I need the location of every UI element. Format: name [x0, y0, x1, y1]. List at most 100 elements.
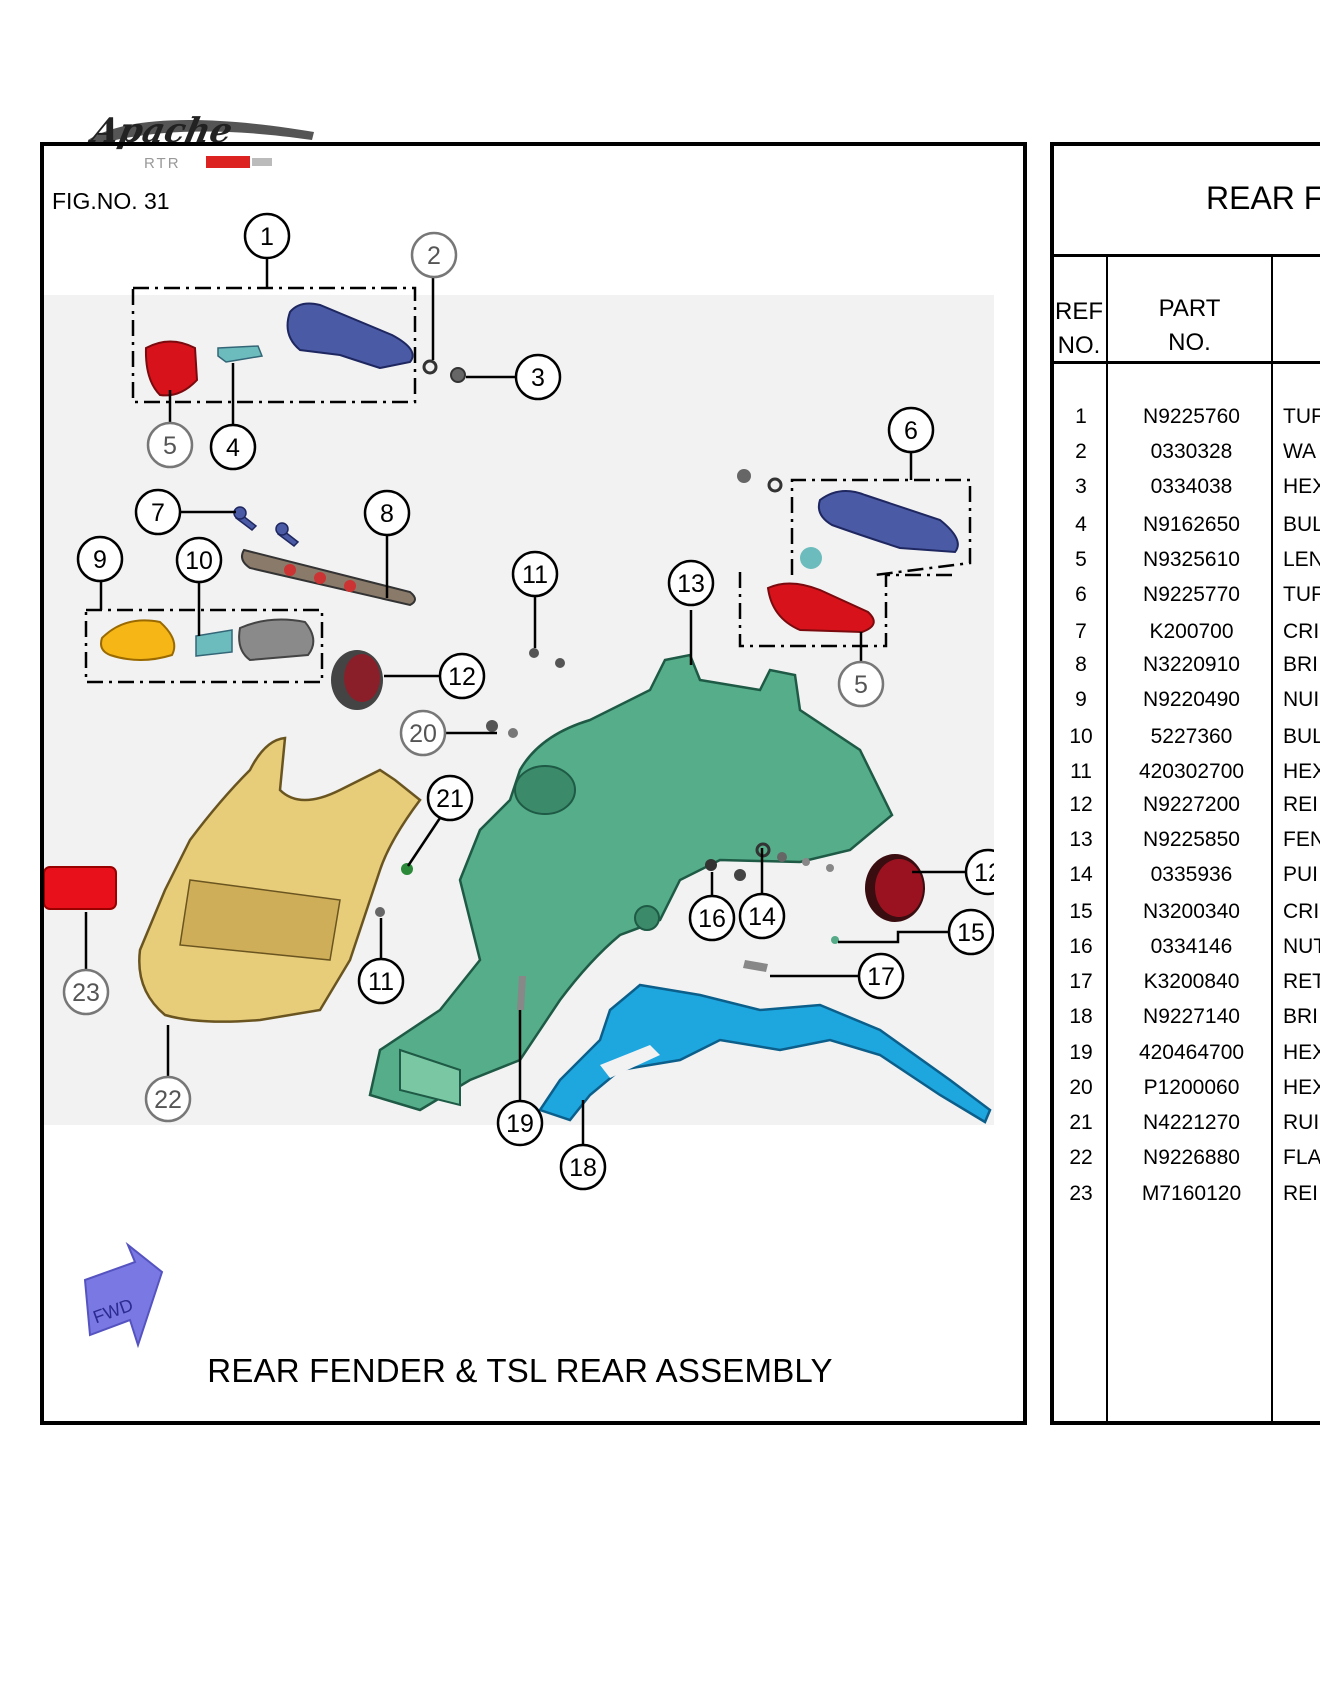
row-16-ref-no: 16: [1069, 935, 1093, 958]
row-9-part-no: N9220490: [1143, 688, 1240, 711]
row-4-ref-no: 4: [1075, 513, 1087, 536]
callout-2: 2: [410, 231, 458, 279]
row-22-part-no: N9226880: [1143, 1146, 1240, 1169]
callout-10: 10: [175, 536, 223, 584]
callout-17: 17: [857, 952, 905, 1000]
row-4-description: BUL: [1283, 513, 1320, 536]
callout-5-right: 5: [837, 660, 885, 708]
row-18-description: BRI: [1283, 1005, 1319, 1028]
svg-text:14: 14: [748, 903, 776, 931]
svg-text:7: 7: [151, 499, 165, 527]
row-20-ref-no: 20: [1069, 1076, 1093, 1099]
svg-text:4: 4: [226, 434, 240, 462]
fender-flap-part-22: [138, 736, 422, 1023]
group-box-5: [738, 572, 958, 648]
table-header-bottom-rule: [1052, 361, 1320, 364]
callout-21: 21: [426, 774, 474, 822]
row-11-ref-no: 11: [1070, 760, 1092, 783]
svg-text:23: 23: [72, 979, 100, 1007]
svg-text:9: 9: [93, 546, 107, 574]
callout-3: 3: [514, 353, 562, 401]
svg-text:11: 11: [368, 968, 394, 996]
table-col-divider-2: [1271, 256, 1273, 1422]
row-14-description: PUI: [1283, 863, 1319, 886]
svg-text:16: 16: [698, 905, 726, 933]
row-19-description: HEX: [1283, 1041, 1320, 1064]
row-21-description: RUI: [1283, 1111, 1320, 1134]
svg-text:21: 21: [436, 785, 464, 813]
row-18-ref-no: 18: [1069, 1005, 1093, 1028]
row-13-ref-no: 13: [1069, 828, 1093, 851]
row-15-part-no: N3200340: [1143, 900, 1240, 923]
callout-14: 14: [738, 892, 786, 940]
row-17-part-no: K3200840: [1143, 970, 1240, 993]
row-23-part-no: M7160120: [1141, 1182, 1242, 1205]
row-5-description: LEN: [1283, 548, 1320, 571]
row-10-ref-no: 10: [1069, 725, 1093, 748]
svg-text:5: 5: [854, 671, 868, 699]
svg-text:5: 5: [163, 432, 177, 460]
svg-text:20: 20: [409, 720, 437, 748]
callout-1: 1: [243, 212, 291, 260]
forward-arrow-icon: FWD: [83, 1241, 164, 1349]
row-9-description: NUI: [1283, 688, 1320, 711]
svg-text:17: 17: [867, 963, 895, 991]
callout-6: 6: [887, 406, 935, 454]
figure-title: REAR FENDER & TSL REAR ASSEMBLY: [207, 1352, 833, 1389]
bracket-part-18: [538, 983, 992, 1124]
row-11-part-no: 420302700: [1138, 760, 1245, 783]
row-17-ref-no: 17: [1069, 970, 1093, 993]
row-12-ref-no: 12: [1069, 793, 1093, 816]
license-bracket-part-8: [241, 548, 416, 607]
row-8-part-no: N3220910: [1143, 653, 1240, 676]
row-1-description: TUF: [1283, 405, 1320, 428]
row-19-ref-no: 19: [1069, 1041, 1093, 1064]
row-11-description: HEX: [1283, 760, 1320, 783]
row-5-part-no: N9325610: [1143, 548, 1240, 571]
callout-4: 4: [209, 423, 257, 471]
svg-text:22: 22: [154, 1086, 182, 1114]
exploded-view-diagram: FWD 1 2 3 4 5 6 7: [44, 212, 994, 1349]
row-7-ref-no: 7: [1075, 620, 1087, 643]
callout-13: 13: [667, 559, 715, 607]
callout-23: 23: [62, 968, 110, 1016]
row-3-ref-no: 3: [1075, 475, 1087, 498]
svg-text:RTR: RTR: [144, 155, 181, 172]
figure-frame: [40, 142, 1027, 1425]
callout-19: 19: [496, 1099, 544, 1147]
row-15-ref-no: 15: [1069, 900, 1093, 923]
row-18-part-no: N9227140: [1143, 1005, 1240, 1028]
svg-text:15: 15: [957, 919, 985, 947]
turn-signal-right-part: [737, 469, 959, 634]
svg-text:18: 18: [569, 1154, 597, 1182]
svg-text:12: 12: [448, 663, 476, 691]
group-box-1: [131, 286, 417, 404]
row-9-ref-no: 9: [1075, 688, 1087, 711]
callout-12-left: 12: [438, 652, 486, 700]
callout-18: 18: [559, 1143, 607, 1191]
table-header-top-rule: [1052, 254, 1320, 257]
row-13-description: FEN: [1283, 828, 1320, 851]
row-6-part-no: N9225770: [1143, 583, 1240, 606]
row-10-description: BUL: [1283, 725, 1320, 748]
row-12-description: REI: [1283, 793, 1319, 816]
svg-text:6: 6: [904, 417, 918, 445]
row-3-description: HEX: [1283, 475, 1320, 498]
row-17-description: RET: [1283, 970, 1320, 993]
row-16-description: NUT: [1283, 935, 1320, 958]
parts-table-frame: [1050, 142, 1320, 1425]
parts-table-title: REAR F: [1206, 180, 1320, 216]
callout-11-lower: 11: [357, 957, 405, 1005]
svg-text:12: 12: [974, 859, 994, 887]
row-14-part-no: 0335936: [1150, 863, 1233, 886]
row-12-part-no: N9227200: [1143, 793, 1240, 816]
reflector-right-part-12: [865, 854, 925, 922]
group-box-9: [84, 608, 324, 684]
svg-text:1: 1: [260, 223, 274, 251]
reflector-part-23: [44, 866, 117, 910]
table-col-divider-1: [1106, 256, 1108, 1422]
row-23-ref-no: 23: [1069, 1182, 1093, 1205]
row-7-description: CRI: [1283, 620, 1320, 643]
